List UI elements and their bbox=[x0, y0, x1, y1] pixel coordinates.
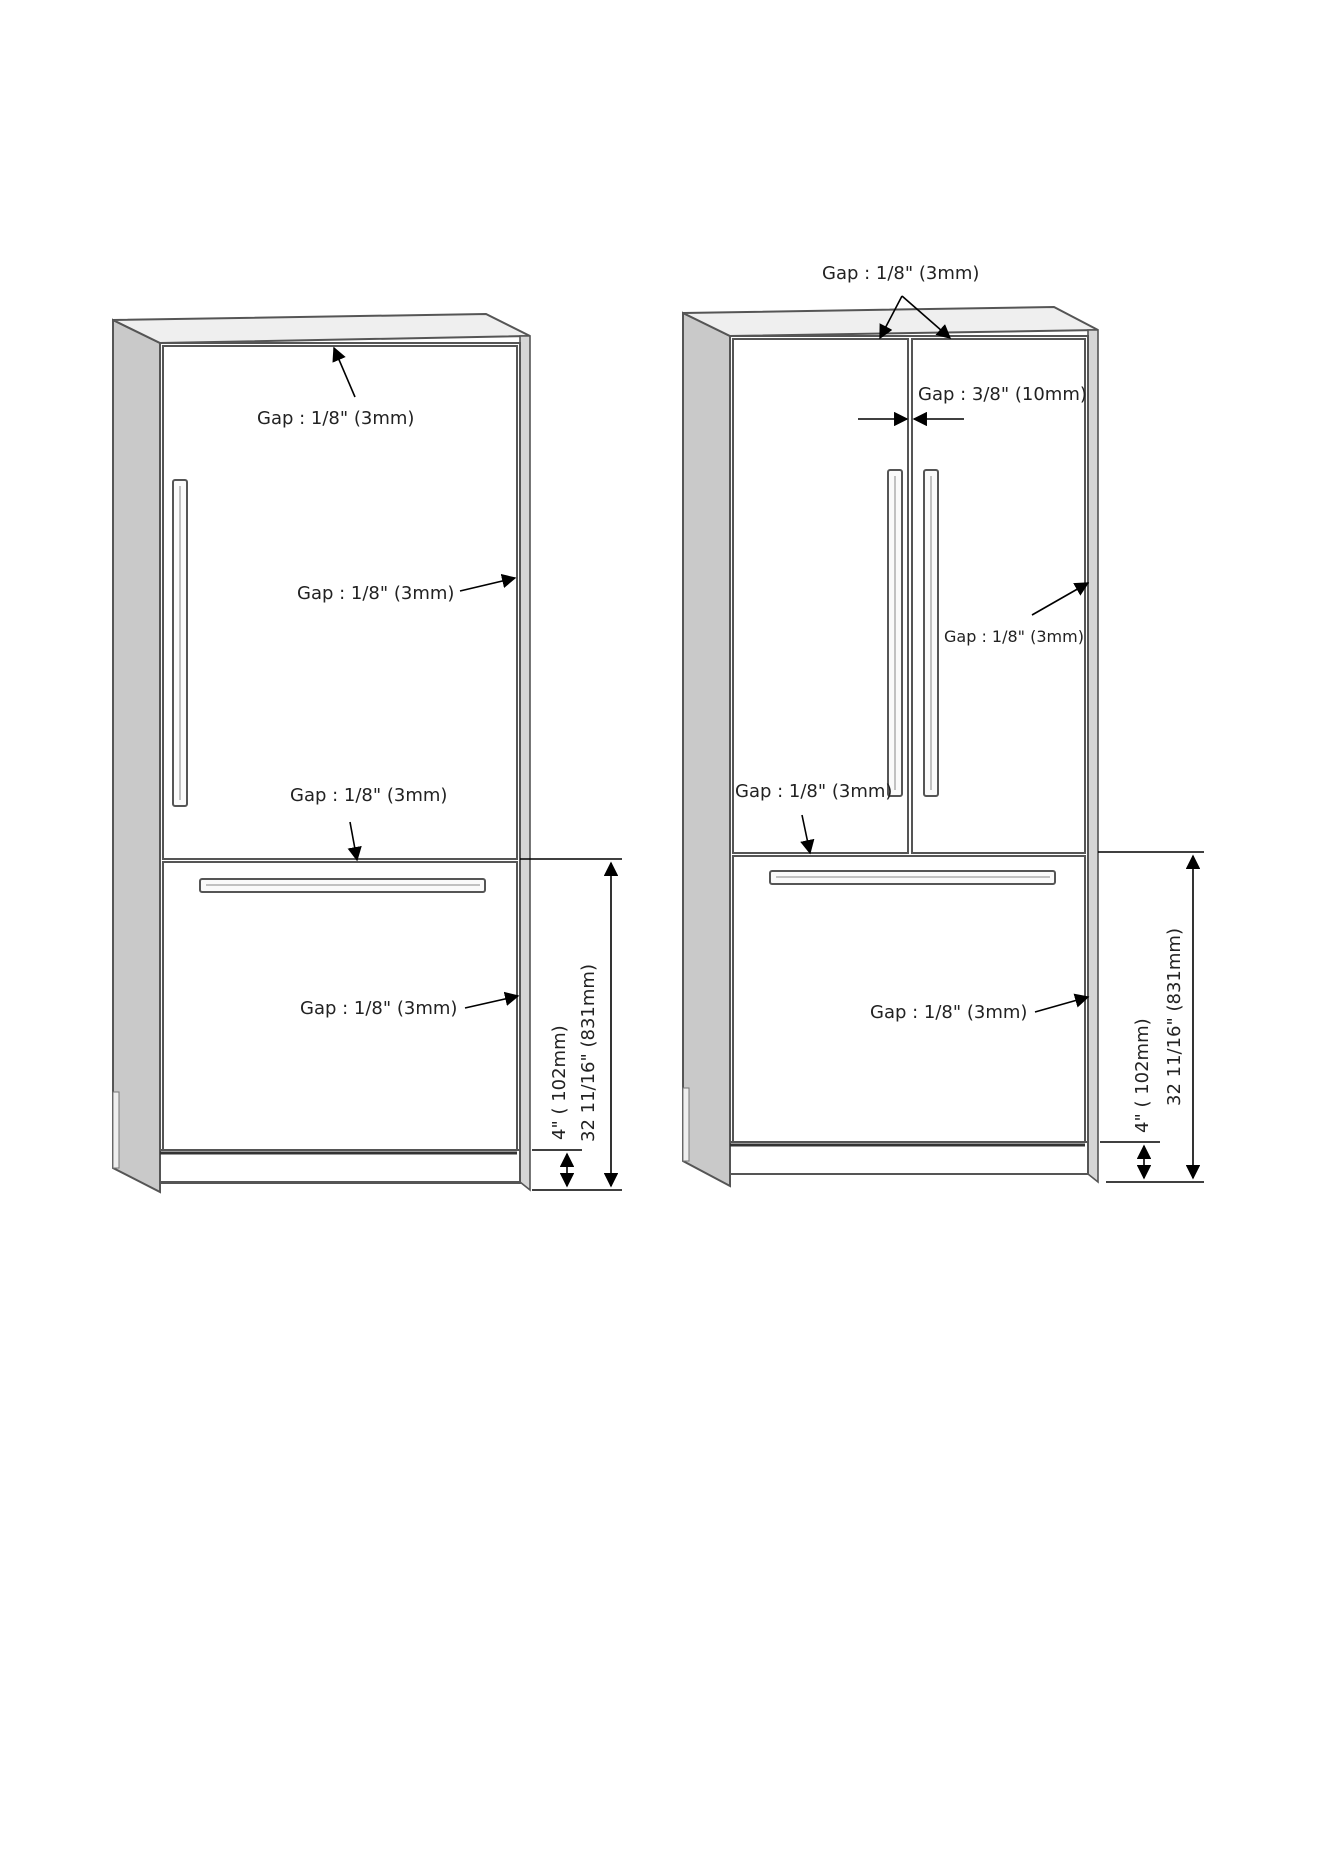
left-side-gap-upper-label: Gap : 1/8" (3mm) bbox=[297, 583, 454, 604]
right-center-gap-label: Gap : 3/8" (10mm) bbox=[918, 384, 1087, 405]
left-fridge-toe-kick bbox=[160, 1150, 520, 1182]
left-top-gap-label: Gap : 1/8" (3mm) bbox=[257, 408, 414, 429]
right-toe-kick-label: 4" ( 102mm) bbox=[1132, 1018, 1153, 1133]
left-fridge-front bbox=[160, 343, 520, 1183]
left-fridge: Gap : 1/8" (3mm) Gap : 1/8" (3mm) Gap : … bbox=[113, 314, 622, 1192]
right-fridge-top-panel bbox=[683, 307, 1098, 336]
right-fridge-side-notch bbox=[683, 1088, 689, 1161]
left-fridge-top-panel bbox=[113, 314, 530, 343]
left-fridge-side-panel bbox=[113, 320, 160, 1192]
right-top-gap-label: Gap : 1/8" (3mm) bbox=[822, 263, 979, 284]
right-side-gap-upper-label: Gap : 1/8" (3mm) bbox=[944, 627, 1084, 646]
left-fridge-right-wall bbox=[520, 336, 530, 1190]
left-middle-gap-label: Gap : 1/8" (3mm) bbox=[290, 785, 447, 806]
right-middle-gap-label: Gap : 1/8" (3mm) bbox=[735, 781, 892, 802]
left-toe-kick-label: 4" ( 102mm) bbox=[549, 1025, 570, 1140]
left-drawer-height-label: 32 11/16" (831mm) bbox=[578, 964, 599, 1142]
right-fridge: Gap : 1/8" (3mm) Gap : 3/8" (10mm) Gap :… bbox=[683, 263, 1204, 1186]
right-fridge-toe-kick bbox=[730, 1142, 1088, 1174]
left-fridge-side-notch bbox=[113, 1092, 119, 1168]
right-drawer-height-label: 32 11/16" (831mm) bbox=[1164, 928, 1185, 1106]
right-fridge-right-wall bbox=[1088, 330, 1098, 1182]
right-side-gap-lower-label: Gap : 1/8" (3mm) bbox=[870, 1002, 1027, 1023]
left-side-gap-lower-label: Gap : 1/8" (3mm) bbox=[300, 998, 457, 1019]
right-fridge-side-panel bbox=[683, 313, 730, 1186]
